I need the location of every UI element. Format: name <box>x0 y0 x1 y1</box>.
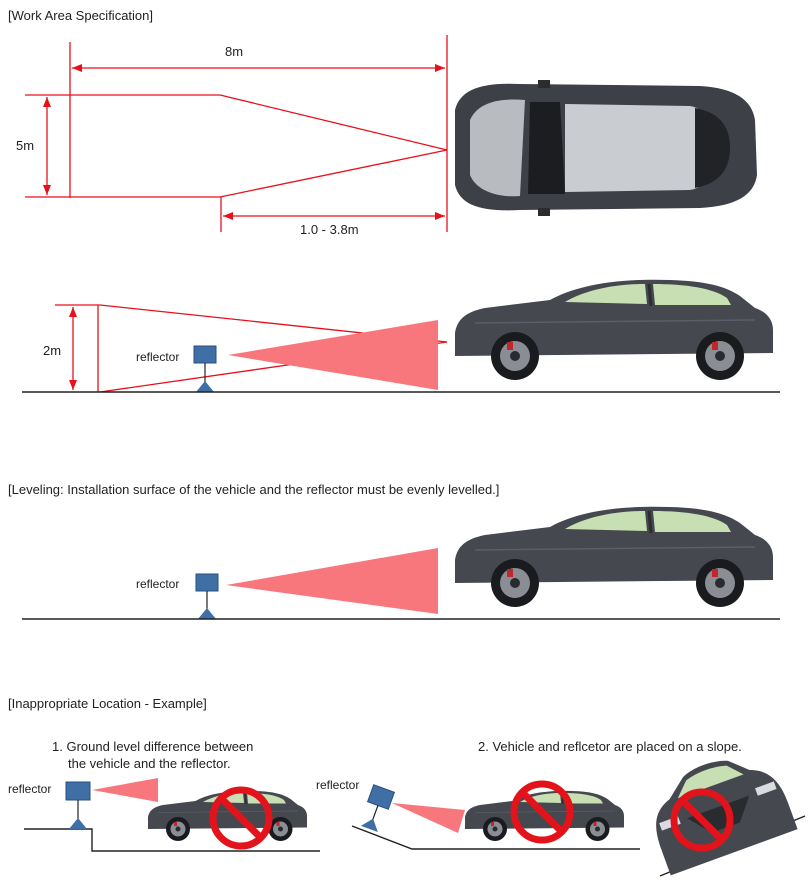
car-on-slope <box>656 760 806 877</box>
reflector-side <box>193 345 217 392</box>
reflector-label-example1: reflector <box>8 782 51 796</box>
example2-text: 2. Vehicle and reflcetor are placed on a… <box>478 739 742 754</box>
car-side-view <box>453 278 775 382</box>
dimension-length: 8m <box>225 44 243 59</box>
example2-slope <box>351 784 640 850</box>
example1-text-line2: the vehicle and the reflector. <box>68 756 231 771</box>
dimension-distance: 1.0 - 3.8m <box>300 222 359 237</box>
car-leveling-view <box>453 505 775 609</box>
reflector-label-leveling: reflector <box>136 577 179 591</box>
reflector-label-example2: reflector <box>316 778 359 792</box>
radar-beam-leveling <box>226 548 438 614</box>
top-view-dimensions <box>25 35 448 232</box>
reflector-label-side: reflector <box>136 350 179 364</box>
example1-ground-difference <box>24 778 320 852</box>
example1-text-line1: 1. Ground level difference between <box>52 739 253 754</box>
dimension-width: 5m <box>16 138 34 153</box>
reflector-leveling <box>195 573 219 619</box>
leveling-title: [Leveling: Installation surface of the v… <box>8 482 499 497</box>
work-area-title: [Work Area Specification] <box>8 8 153 23</box>
radar-beam-side <box>228 320 438 390</box>
inappropriate-title: [Inappropriate Location - Example] <box>8 696 207 711</box>
dimension-height: 2m <box>43 343 61 358</box>
car-top-view <box>455 80 757 216</box>
